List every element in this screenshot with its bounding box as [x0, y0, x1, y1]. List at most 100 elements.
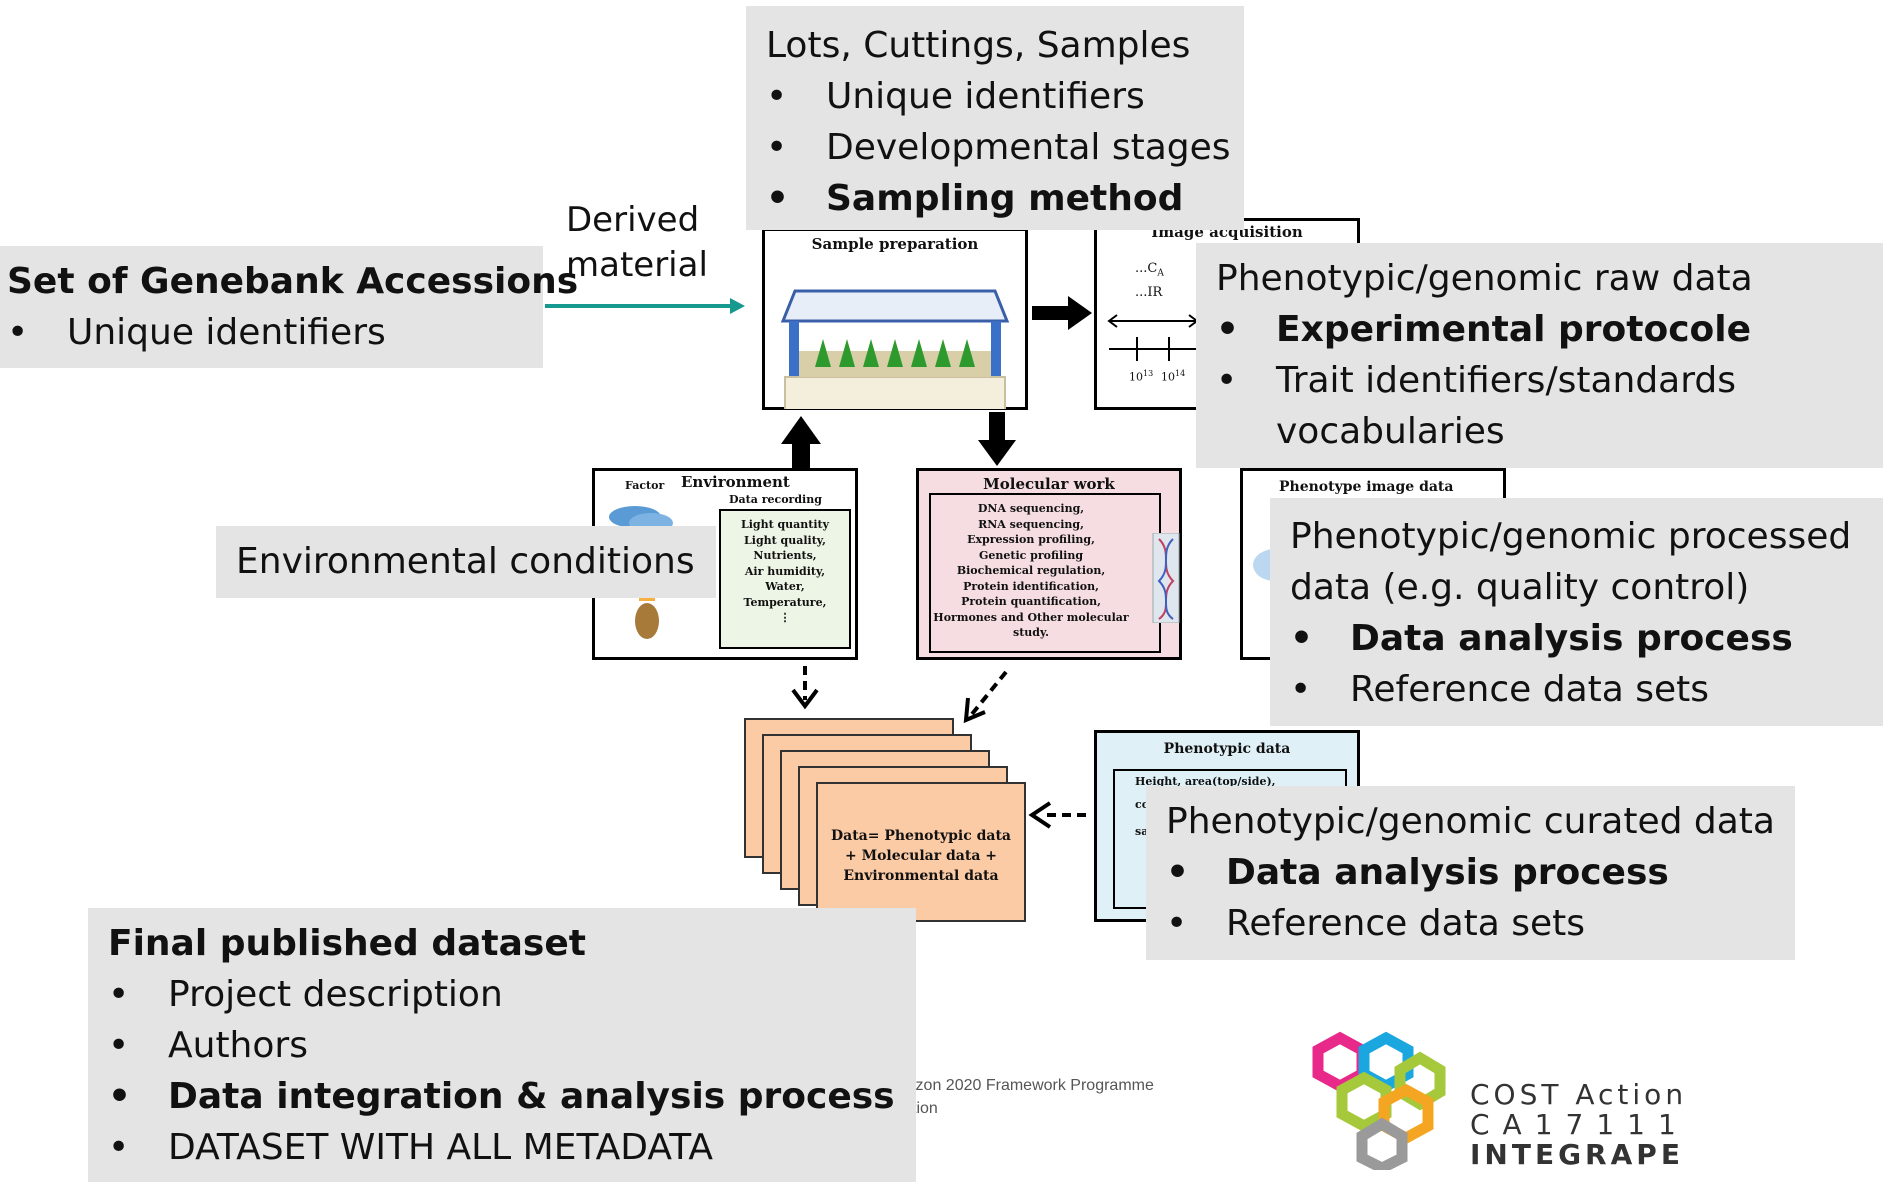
env-item: Nutrients, — [753, 549, 817, 562]
cost-action-logo-icon — [1312, 1031, 1446, 1170]
env-recording-panel: Light quantity Light quality, Nutrients,… — [719, 509, 851, 649]
mol-item: Expression profiling, — [967, 533, 1095, 546]
raw-data-list: •Experimental protocole •Trait identifie… — [1216, 304, 1883, 457]
mol-item: DNA sequencing, — [977, 502, 1085, 515]
arrow-mol-down-head — [978, 440, 1016, 466]
data-stack-line: + Molecular data + — [844, 848, 997, 864]
final-dataset-item: •Data integration & analysis process — [108, 1076, 895, 1117]
lots-callout: Lots, Cuttings, Samples •Unique identifi… — [746, 6, 1244, 230]
molecular-work-list: DNA sequencing, RNA sequencing, Expressi… — [931, 501, 1131, 641]
arrow-pheno-data-head — [1028, 801, 1052, 829]
arrow-env-up-head — [781, 416, 821, 444]
final-dataset-item: •Authors — [108, 1025, 308, 1066]
environmental-conditions-title: Environmental conditions — [236, 541, 695, 582]
final-dataset-callout: Final published dataset •Project descrip… — [88, 908, 916, 1182]
phenotypic-data-line: co — [1135, 798, 1150, 811]
arrow-mol-data-line — [970, 670, 1008, 716]
cost-action-logo-text: COST Action CA17111 INTEGRAPE — [1470, 1080, 1689, 1170]
genebank-title: Set of Genebank Accessions — [7, 261, 579, 302]
dna-icon — [1152, 533, 1180, 623]
arrow-env-data-head — [791, 688, 819, 710]
final-dataset-item: •DATASET WITH ALL METADATA — [108, 1127, 714, 1168]
arrow-to-image-body — [1032, 306, 1070, 320]
mol-item: Protein identification, — [963, 579, 1099, 593]
raw-data-callout: Phenotypic/genomic raw data •Experimenta… — [1196, 243, 1883, 468]
logo-line: CA17111 — [1470, 1108, 1689, 1141]
lots-item: •Sampling method — [766, 178, 1184, 219]
data-stack-front: Data= Phenotypic data + Molecular data +… — [816, 782, 1026, 922]
raw-data-title: Phenotypic/genomic raw data — [1216, 258, 1753, 299]
molecular-work-panel: DNA sequencing, RNA sequencing, Expressi… — [929, 493, 1180, 653]
env-item: Light quality, — [744, 533, 826, 547]
footer-text: izon 2020 Framework Programme tion — [912, 1074, 1154, 1120]
env-recording-list: Light quantity Light quality, Nutrients,… — [721, 517, 849, 626]
footer-line: tion — [912, 1100, 938, 1117]
mol-item: RNA sequencing, — [978, 517, 1084, 531]
processed-data-callout: Phenotypic/genomic processed data (e.g. … — [1270, 498, 1883, 726]
molecular-work-title: Molecular work — [983, 475, 1115, 493]
mol-item: Biochemical regulation, — [956, 564, 1106, 577]
env-item: Air humidity, — [744, 564, 826, 578]
env-recording-label: Data recording — [729, 493, 822, 506]
molecular-work-box: Molecular work DNA sequencing, RNA seque… — [916, 468, 1182, 660]
env-illustrations — [609, 506, 673, 639]
processed-data-list: •Data analysis process •Reference data s… — [1290, 613, 1883, 715]
logo-line: INTEGRAPE — [1470, 1138, 1684, 1171]
env-title: Environment — [681, 473, 790, 491]
processed-data-title-cont: data (e.g. quality control) — [1290, 567, 1750, 608]
raw-data-item: •Experimental protocole — [1216, 309, 1752, 350]
derived-material-label: Derived material — [566, 198, 708, 288]
sample-preparation-title: Sample preparation — [811, 235, 979, 253]
arrow-to-image-head — [1068, 296, 1092, 330]
footer-line: izon 2020 Framework Programme — [912, 1077, 1154, 1094]
derived-line: Derived — [566, 200, 700, 240]
lots-title: Lots, Cuttings, Samples — [766, 25, 1191, 66]
image-acq-tick-2: 1014 — [1161, 369, 1186, 384]
processed-data-item: •Data analysis process — [1290, 618, 1793, 659]
logo-line: COST Action — [1470, 1078, 1688, 1111]
data-stack-line: Environmental data — [843, 868, 999, 884]
environmental-conditions-callout: Environmental conditions — [216, 526, 716, 598]
curated-data-item: •Reference data sets — [1166, 903, 1586, 944]
phenotypic-data-line: sa — [1135, 825, 1149, 838]
curated-data-title: Phenotypic/genomic curated data — [1166, 801, 1775, 842]
genebank-list: •Unique identifiers — [7, 307, 543, 358]
mol-item: Protein quantification, — [961, 595, 1101, 608]
genebank-item: •Unique identifiers — [7, 312, 386, 353]
env-factor-label: Factor — [625, 479, 665, 492]
curated-data-list: •Data analysis process •Reference data s… — [1166, 847, 1795, 949]
mol-item: Genetic profiling — [978, 548, 1084, 562]
processed-data-item: •Reference data sets — [1290, 669, 1710, 710]
env-item: Water, — [765, 580, 805, 593]
env-item: Light quantity — [740, 518, 830, 531]
data-stack-text: Data= Phenotypic data + Molecular data +… — [818, 826, 1024, 886]
phenotypic-data-line: Height, area(top/side), — [1135, 775, 1276, 788]
final-dataset-list: •Project description •Authors •Data inte… — [108, 969, 916, 1173]
lots-item: •Developmental stages — [766, 127, 1231, 168]
lots-item: •Unique identifiers — [766, 76, 1145, 117]
arrow-mol-data-head — [963, 697, 986, 724]
mol-item: Hormones and Other molecular — [933, 610, 1129, 624]
env-item: Temperature, — [743, 595, 827, 609]
env-item: ⋮ — [779, 611, 791, 624]
phenotype-image-title: Phenotype image data — [1279, 479, 1454, 495]
image-acq-label-c: ...CA — [1135, 261, 1164, 279]
curated-data-item: •Data analysis process — [1166, 852, 1669, 893]
lots-list: •Unique identifiers •Developmental stage… — [766, 71, 1244, 224]
final-dataset-item: •Project description — [108, 974, 503, 1015]
derived-arrow-head — [730, 298, 745, 314]
image-acq-label-ir: ...IR — [1135, 285, 1163, 300]
curated-data-callout: Phenotypic/genomic curated data •Data an… — [1146, 786, 1795, 960]
greenhouse-illustration — [780, 289, 1010, 409]
data-stack-line: Data= Phenotypic data — [831, 828, 1011, 844]
phenotypic-data-title: Phenotypic data — [1163, 741, 1291, 757]
image-acq-tick-1: 1013 — [1129, 369, 1154, 384]
sample-preparation-box: Sample preparation — [762, 228, 1028, 410]
processed-data-title: Phenotypic/genomic processed — [1290, 516, 1852, 557]
final-dataset-title: Final published dataset — [108, 923, 586, 964]
genebank-callout: Set of Genebank Accessions •Unique ident… — [0, 246, 579, 368]
mol-item: study. — [1013, 626, 1049, 639]
arrow-mol-down-body — [989, 412, 1005, 442]
